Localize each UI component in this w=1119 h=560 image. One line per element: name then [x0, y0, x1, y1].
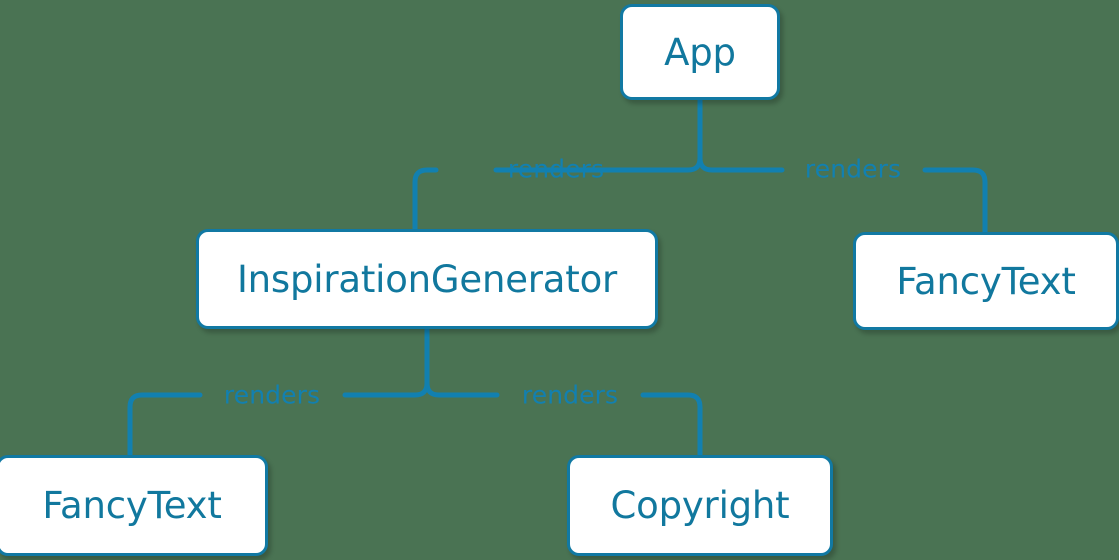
node-fancytext-right[interactable]: FancyText: [853, 232, 1119, 330]
node-fancytext-bottom[interactable]: FancyText: [0, 455, 268, 556]
node-app[interactable]: App: [620, 4, 780, 100]
edge-ig-to-copyright: [424, 380, 500, 398]
node-fancytext-bottom-label: FancyText: [42, 484, 222, 527]
edge-ig-to-fancytext-bottom-tail: [127, 392, 203, 458]
node-fancytext-right-label: FancyText: [896, 259, 1076, 303]
edge-app-to-inspirationgenerator-tail: [412, 167, 439, 232]
node-inspirationgenerator-label: InspirationGenerator: [236, 257, 618, 301]
node-inspirationgenerator[interactable]: InspirationGenerator: [196, 229, 658, 329]
edge-label-ig-fancytext: renders: [223, 380, 321, 410]
node-app-label: App: [664, 30, 736, 74]
node-copyright[interactable]: Copyright: [567, 455, 833, 556]
edge-app-to-fancytext-right: [697, 155, 785, 173]
edge-label-app-inspirationgenerator: renders: [507, 154, 605, 184]
edge-label-app-fancytext: renders: [804, 154, 902, 184]
edge-app-to-fancytext-right-tail: [922, 167, 988, 235]
edge-ig-to-copyright-tail: [640, 392, 703, 458]
edge-ig-to-fancytext-bottom: [342, 380, 430, 398]
node-copyright-label: Copyright: [610, 484, 790, 527]
edge-label-ig-copyright: renders: [521, 380, 619, 410]
